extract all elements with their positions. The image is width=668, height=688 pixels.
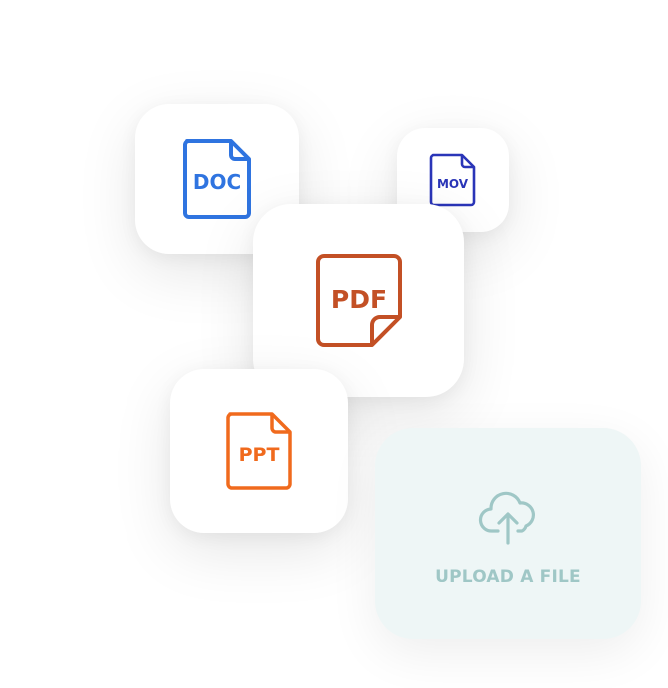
pdf-file-label: PDF: [330, 285, 386, 314]
ppt-file-card[interactable]: PPT: [170, 369, 348, 533]
cloud-upload-icon: [478, 491, 535, 545]
doc-file-label: DOC: [193, 170, 241, 194]
mov-file-label: MOV: [437, 177, 469, 191]
pdf-file-icon: PDF: [315, 253, 402, 347]
upload-file-label: UPLOAD A FILE: [435, 566, 581, 587]
ppt-file-label: PPT: [239, 444, 280, 466]
doc-file-card[interactable]: DOC: [135, 104, 299, 254]
upload-file-button[interactable]: UPLOAD A FILE: [375, 428, 641, 639]
ppt-file-icon: PPT: [226, 412, 292, 490]
doc-file-icon: DOC: [183, 139, 251, 219]
pdf-file-card[interactable]: PDF: [253, 204, 464, 397]
mov-file-icon: MOV: [429, 153, 476, 207]
